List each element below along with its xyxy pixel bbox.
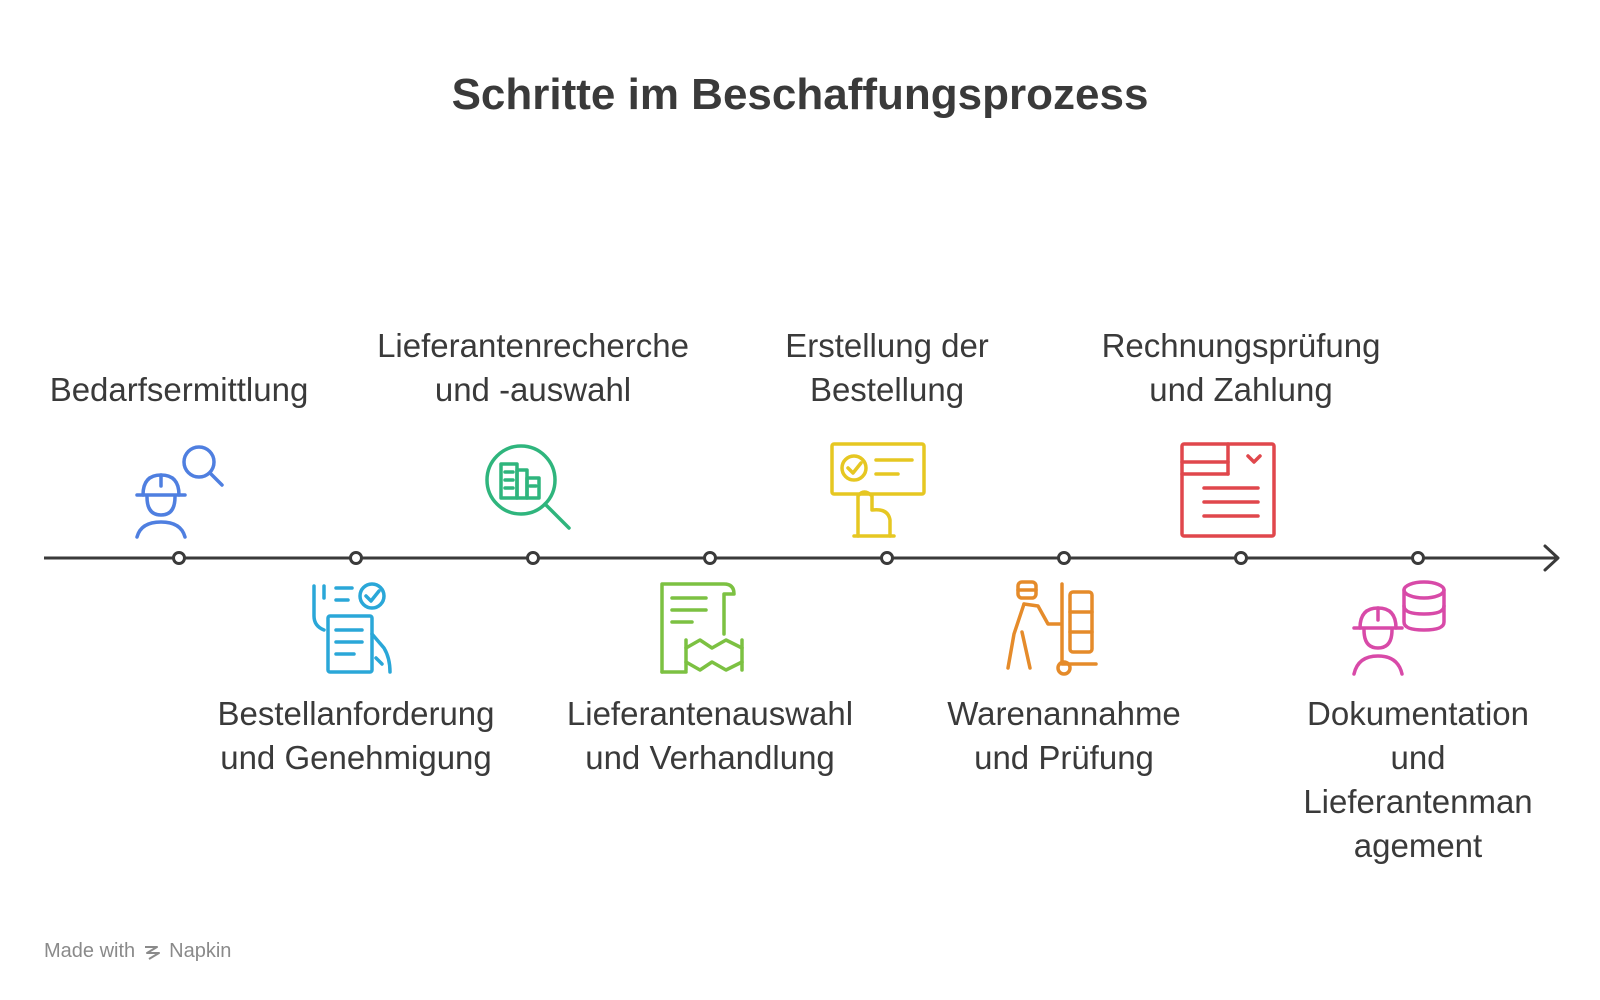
step-label-7: Rechnungsprüfung und Zahlung xyxy=(1101,327,1381,408)
worker-database-icon xyxy=(1352,580,1446,676)
step-label-6: Warenannahme und Prüfung xyxy=(947,695,1181,776)
diagram-title: Schritte im Beschaffungsprozess xyxy=(451,70,1149,119)
timeline-marker-8 xyxy=(1411,551,1425,565)
timeline-marker-4 xyxy=(703,551,717,565)
checklist-hand-icon xyxy=(312,582,392,674)
order-screen-icon xyxy=(830,442,926,538)
timeline-marker-7 xyxy=(1234,551,1248,565)
step-label-8: Dokumentation und Lieferantenman agement xyxy=(1303,695,1533,864)
worker-handtruck-icon xyxy=(1006,580,1098,676)
timeline-marker-3 xyxy=(526,551,540,565)
contract-handshake-icon xyxy=(660,582,744,674)
step-label-5: Erstellung der Bestellung xyxy=(785,327,989,408)
napkin-brand-text: Napkin xyxy=(169,940,232,962)
footer-credit: Made with Napkin xyxy=(44,940,231,963)
step-label-3: Lieferantenrecherche und -auswahl xyxy=(377,327,689,408)
timeline-arrowhead xyxy=(1543,544,1560,572)
step-label-2: Bestellanforderung und Genehmigung xyxy=(217,695,495,776)
timeline-marker-6 xyxy=(1057,551,1071,565)
timeline-marker-1 xyxy=(172,551,186,565)
timeline-marker-5 xyxy=(880,551,894,565)
step-label-4: Lieferantenauswahl und Verhandlung xyxy=(566,695,854,776)
made-with-text: Made with xyxy=(44,940,136,962)
invoice-document-icon xyxy=(1180,442,1276,538)
worker-search-icon xyxy=(135,445,224,539)
building-magnifier-icon xyxy=(485,444,571,530)
napkin-logo-icon xyxy=(145,945,161,960)
step-label-1: Bedarfsermittlung xyxy=(49,371,309,408)
timeline-marker-2 xyxy=(349,551,363,565)
